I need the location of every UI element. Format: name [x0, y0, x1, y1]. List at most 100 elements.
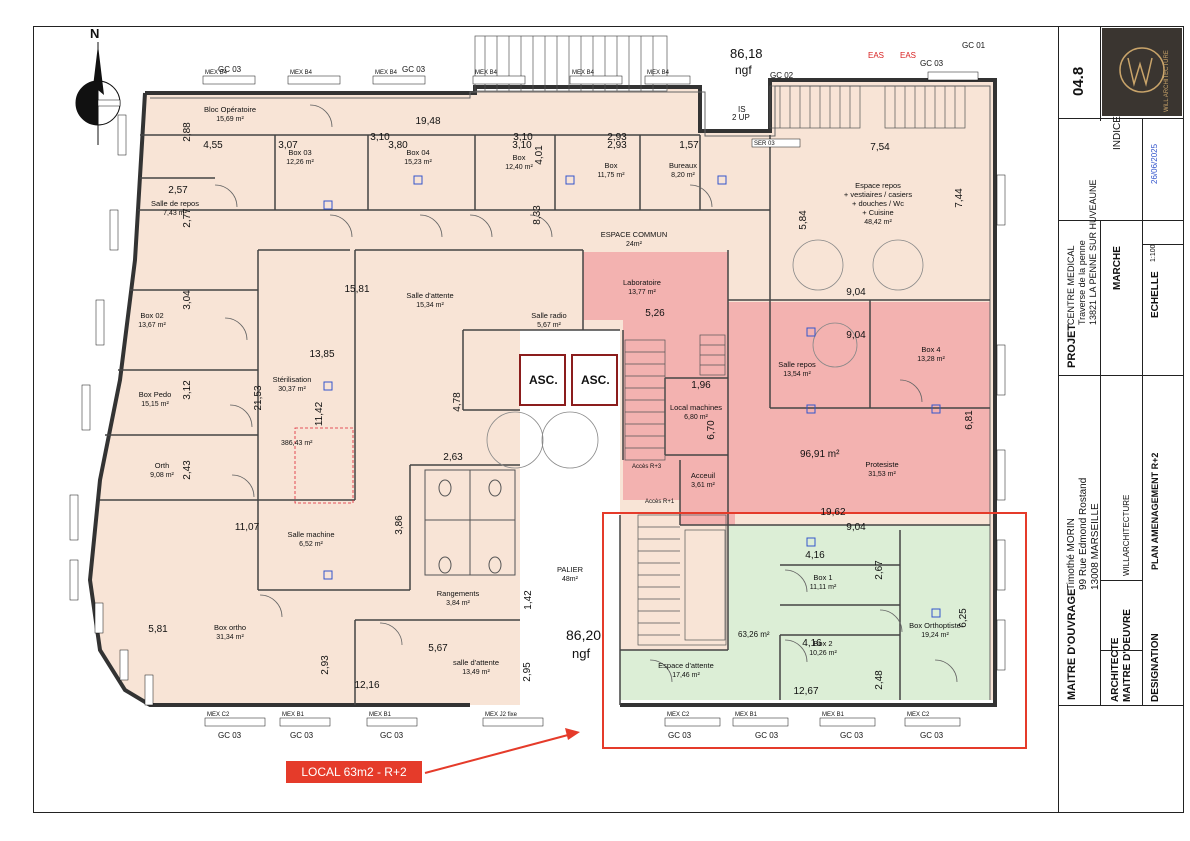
room-area: 11,75 m² — [597, 172, 625, 179]
tag-eas: EAS — [900, 51, 916, 60]
wc-block — [424, 469, 516, 576]
room-name: Espace d'attente — [658, 661, 714, 670]
dimension-label: 3,80 — [388, 140, 408, 151]
tag: IS — [738, 105, 746, 114]
room-area: 12,40 m² — [505, 164, 533, 171]
room-name: ESPACE COMMUN — [601, 230, 668, 239]
level-top-value: 86,18 — [730, 46, 763, 61]
lift-shafts — [519, 354, 618, 406]
room-area: 15,34 m² — [416, 302, 444, 309]
dimension-label: 19,48 — [415, 116, 440, 127]
dimension-label: 2,95 — [522, 662, 533, 682]
archi-value: WILLARCHITECTURE — [1122, 494, 1131, 576]
room-area: 15,69 m² — [216, 116, 244, 123]
level-top-unit: ngf — [735, 63, 752, 77]
marche-label: MARCHE — [1112, 246, 1123, 290]
indice-date: 26/06/2025 — [1150, 143, 1159, 184]
dimension-label: 4,16 — [802, 638, 822, 649]
room-name: Salle radio — [531, 311, 566, 320]
dimension-label: 1,42 — [523, 590, 534, 610]
mo-line: 13008 MARSEILLE — [1090, 503, 1101, 590]
designation-value: PLAN AMENAGEMENT R+2 — [1150, 452, 1160, 570]
room-area: 17,46 m² — [672, 672, 700, 679]
tag: MEX C2 — [907, 712, 930, 718]
room-area: 3,84 m² — [446, 600, 470, 607]
dimension-label: 3,10 — [512, 140, 532, 151]
room-area: 48m² — [562, 576, 579, 583]
echelle-value: 1:100 — [1150, 244, 1157, 262]
room-name: Salle de repos — [151, 199, 199, 208]
room-name: Box Orthoptiste — [909, 621, 961, 630]
dashed-zone — [294, 427, 354, 504]
area-label: 386,43 m² — [281, 440, 313, 447]
highlight-frame — [602, 512, 1027, 749]
logo-mark-icon — [1119, 47, 1165, 93]
tag: MEX B1 — [282, 712, 305, 718]
room-area: 15,23 m² — [404, 159, 432, 166]
dimension-label: 15,81 — [344, 284, 369, 295]
room-name: Box Pedo — [139, 390, 172, 399]
tag: GC 03 — [920, 59, 944, 68]
tag: GC 02 — [770, 71, 794, 80]
dimension-label: 5,26 — [645, 308, 665, 319]
room-name: Laboratoire — [623, 278, 661, 287]
dimension-label: 13,85 — [309, 349, 334, 360]
tag: MEX C2 — [667, 712, 690, 718]
title-block — [1058, 26, 1184, 813]
sheet-number: 04.8 — [1070, 66, 1087, 96]
dimension-label: 2,93 — [607, 132, 627, 143]
tag: MEX B4 — [647, 70, 670, 76]
tag: MEX J2 fixe — [485, 712, 518, 718]
room-name: Stérilisation — [273, 375, 312, 384]
archi-label: ARCHITECTE MAITRE D'OEUVRE — [1110, 609, 1133, 702]
room-name: Bloc Opératoire — [204, 105, 256, 114]
turning-circles — [486, 239, 924, 469]
logo-text: WiLL ARCHITECTURE — [1164, 50, 1170, 112]
tag-eas: EAS — [868, 51, 884, 60]
level-mid-unit: ngf — [572, 646, 590, 661]
tb-divider — [1142, 244, 1184, 245]
dimension-label: 12,67 — [793, 686, 818, 697]
room-name: Orth — [155, 461, 170, 470]
room-area: 19,24 m² — [921, 632, 949, 639]
mo-label: MAITRE D'OUVRAGE — [1066, 588, 1078, 700]
tag: SER 03 — [754, 141, 775, 147]
mo-line: 99 Rue Edmond Rostand — [1078, 477, 1089, 590]
dimension-label: 2,67 — [874, 560, 885, 580]
tb-divider — [1058, 220, 1184, 221]
room-name: Box 2 — [813, 639, 832, 648]
dimension-label: 2,93 — [607, 140, 627, 151]
room-area: 3,61 m² — [691, 482, 715, 489]
dimension-label: 3,07 — [278, 140, 298, 151]
room-area: 48,42 m² — [864, 219, 892, 226]
room-name: Salle d'attente — [406, 291, 453, 300]
tb-divider — [1058, 118, 1184, 119]
dimension-label: 4,78 — [452, 392, 463, 412]
sheet-frame — [33, 26, 1184, 813]
zone-red — [583, 252, 990, 525]
room-name: + Cuisine — [862, 208, 893, 217]
dimension-label: 3,86 — [394, 515, 405, 535]
room-name: Rangements — [437, 589, 480, 598]
partitions — [100, 134, 990, 705]
room-name: Box 04 — [406, 148, 429, 157]
dimension-label: 9,04 — [846, 287, 866, 298]
dimension-label: 12,16 — [354, 680, 379, 691]
room-name: salle d'attente — [453, 658, 499, 667]
access-label: Accès R+1 — [645, 499, 675, 505]
room-name: Espace repos — [855, 181, 901, 190]
dimension-label: 11,07 — [235, 522, 260, 533]
tag: GC 03 — [290, 731, 314, 740]
dimension-label: 6,70 — [706, 420, 717, 440]
room-name: Protesiste — [865, 460, 898, 469]
room-area: 10,26 m² — [809, 650, 837, 657]
room-name: Salle repos — [778, 360, 816, 369]
window-marks-right — [996, 174, 1006, 671]
dimension-label: 2,43 — [182, 460, 193, 480]
tag: MEX B1 — [735, 712, 758, 718]
dimension-label: 4,55 — [203, 140, 223, 151]
room-name: Box 1 — [813, 573, 832, 582]
room-area: 13,49 m² — [462, 669, 490, 676]
window-tags-bottom — [204, 717, 961, 727]
tb-divider — [1058, 705, 1184, 706]
